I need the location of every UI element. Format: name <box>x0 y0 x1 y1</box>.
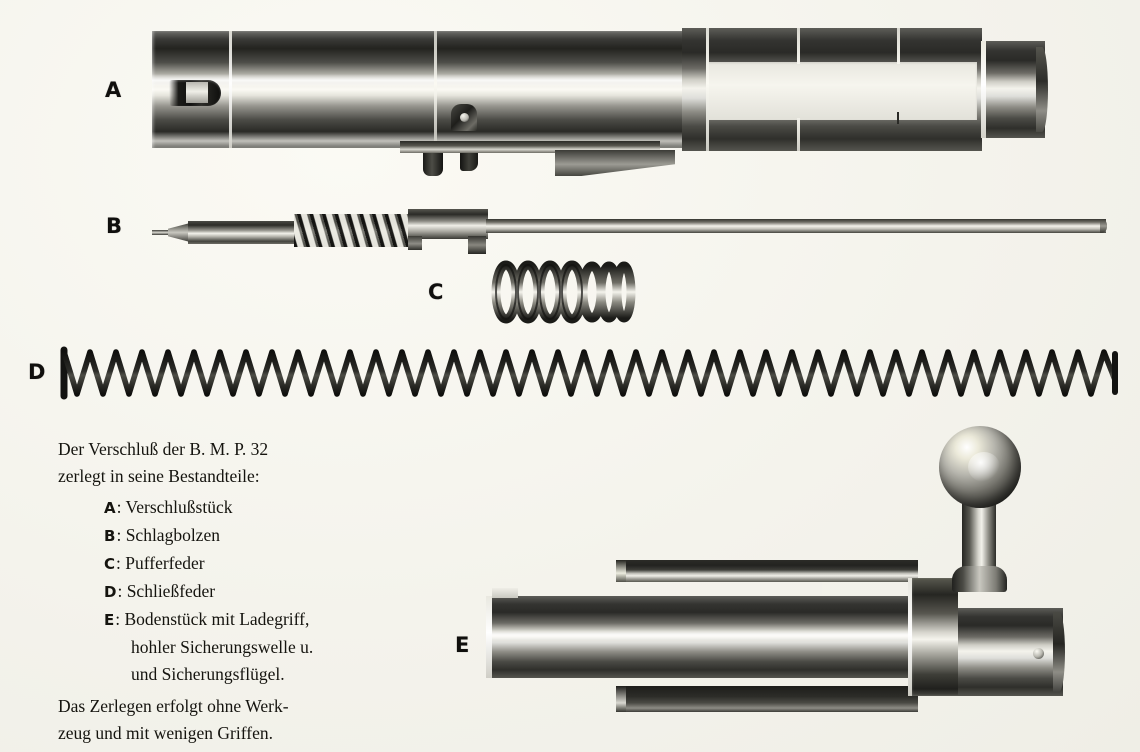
parts-list-text-e-cont2: und Sicherungsflügel. <box>131 664 285 684</box>
plate-letter-a: A <box>105 78 122 102</box>
bolt-carrier-front-notch <box>492 588 518 598</box>
bolt-rear-collar-lip <box>981 41 986 138</box>
bolt-rear-collar <box>982 41 1045 138</box>
bolt-carrier-front-lip <box>486 596 492 678</box>
caption-tail-line1: Das Zerlegen erfolgt ohne Werk- <box>58 696 289 716</box>
figure-c-pufferfeder <box>488 258 648 328</box>
parts-list-sep-b: : <box>116 525 122 545</box>
bolt-rear-notch-mark <box>897 112 899 124</box>
bolt-rear-seam-3 <box>897 28 900 64</box>
caption-block: Der Verschluß der B. M. P. 32 zerlegt in… <box>58 436 458 747</box>
parts-list-sep-a: : <box>116 497 122 517</box>
buffer-spring-coils <box>488 258 644 326</box>
firing-pin-rear-rod <box>486 219 1106 233</box>
firing-pin-collar-leg-right <box>468 236 486 254</box>
lower-rail-front-cap <box>616 686 626 712</box>
safety-collar-ring <box>910 578 958 696</box>
upper-rail-front-cap <box>616 560 626 582</box>
safety-collar-ring-edge <box>908 578 912 696</box>
bolt-rear-seam-2 <box>797 28 800 64</box>
pin-hole <box>460 113 469 122</box>
parts-list-key-a: A <box>104 499 116 517</box>
figure-d-schliessfeder <box>60 340 1130 406</box>
parts-list-sep-d: : <box>117 581 123 601</box>
parts-list-sep-c: : <box>116 553 121 573</box>
rear-sleeve-pin-hole <box>1033 648 1044 659</box>
bolt-rear-bore-mouth <box>1036 47 1048 132</box>
parts-list-text-b: Schlagbolzen <box>125 525 220 545</box>
charging-handle-stem-base <box>952 566 1007 592</box>
parts-list: A: Verschlußstück B: Schlagbolzen C: Puf… <box>58 494 458 688</box>
parts-list-item-e: E: Bodenstück mit Ladegriff, hohler Sich… <box>104 606 458 688</box>
firing-pin-coil-section <box>294 214 412 247</box>
bolt-flat-machined-face <box>707 62 977 120</box>
caption-tail: Das Zerlegen erfolgt ohne Werk- zeug und… <box>58 693 458 747</box>
plate-letter-b: B <box>106 214 123 238</box>
parts-list-text-c: Pufferfeder <box>125 553 205 573</box>
firing-pin-collar-block <box>408 209 488 239</box>
extractor-slot-tongue <box>186 82 208 103</box>
upper-rail-wing <box>618 560 918 582</box>
plate-letter-e: E <box>455 633 470 657</box>
parts-list-text-e: Bodenstück mit Ladegriff, <box>124 609 310 629</box>
parts-list-key-c: C <box>104 555 116 573</box>
bolt-body-main-tube <box>152 31 682 148</box>
parts-list-text-a: Verschlußstück <box>125 497 233 517</box>
parts-list-key-b: B <box>104 527 116 545</box>
rear-safety-sleeve <box>958 608 1063 696</box>
rear-safety-sleeve-bore <box>1053 612 1065 692</box>
figure-b-schlagbolzen <box>0 0 1140 270</box>
bolt-rear-seam-4 <box>797 118 800 151</box>
upper-rail-notch <box>800 582 822 595</box>
plate-letter-d: D <box>28 360 46 384</box>
bolt-body-specular-band <box>152 74 682 87</box>
parts-list-item-b: B: Schlagbolzen <box>104 522 458 550</box>
caption-lead-line1-text: Der Verschluß der B. M. P. 32 <box>58 439 269 459</box>
caption-lead: Der Verschluß der B. M. P. 32 zerlegt in… <box>58 436 458 490</box>
parts-list-text-d: Schließfeder <box>126 581 216 601</box>
charging-handle-ball-reflection <box>968 452 1000 482</box>
firing-pin-tip <box>152 230 170 235</box>
firing-pin-rear-cap <box>1100 219 1107 233</box>
parts-list-item-a: A: Verschlußstück <box>104 494 458 522</box>
parts-list-item-d: D: Schließfeder <box>104 578 458 606</box>
parts-list-key-d: D <box>104 583 117 601</box>
figure-a-verschlussstueck <box>0 0 1140 200</box>
bolt-ring-seam-1 <box>229 31 232 148</box>
bolt-rear-seam-1 <box>706 28 709 151</box>
firing-pin-collar-leg <box>408 236 422 250</box>
caption-lead-line2: zerlegt in seine Bestandteile: <box>58 466 260 486</box>
parts-list-item-c: C: Pufferfeder <box>104 550 458 578</box>
lower-rail-wing <box>618 686 918 712</box>
bolt-carrier-specular <box>488 630 918 640</box>
recoil-spring-svg <box>60 346 1118 400</box>
caption-tail-line2: zeug und mit wenigen Griffen. <box>58 723 273 743</box>
buffer-spring-svg <box>491 260 636 324</box>
firing-pin-cone <box>168 223 190 242</box>
parts-list-text-e-cont1: hohler Sicherungswelle u. <box>131 637 314 657</box>
parts-list-sep-e: : <box>115 609 121 629</box>
plate-letter-c: C <box>428 280 444 304</box>
parts-list-key-e: E <box>104 611 115 629</box>
firing-pin-shank <box>188 221 296 244</box>
caption-lead-line1: Der Verschluß der B. M. P. 32 <box>58 436 458 463</box>
bolt-ring-seam-2 <box>434 31 437 148</box>
